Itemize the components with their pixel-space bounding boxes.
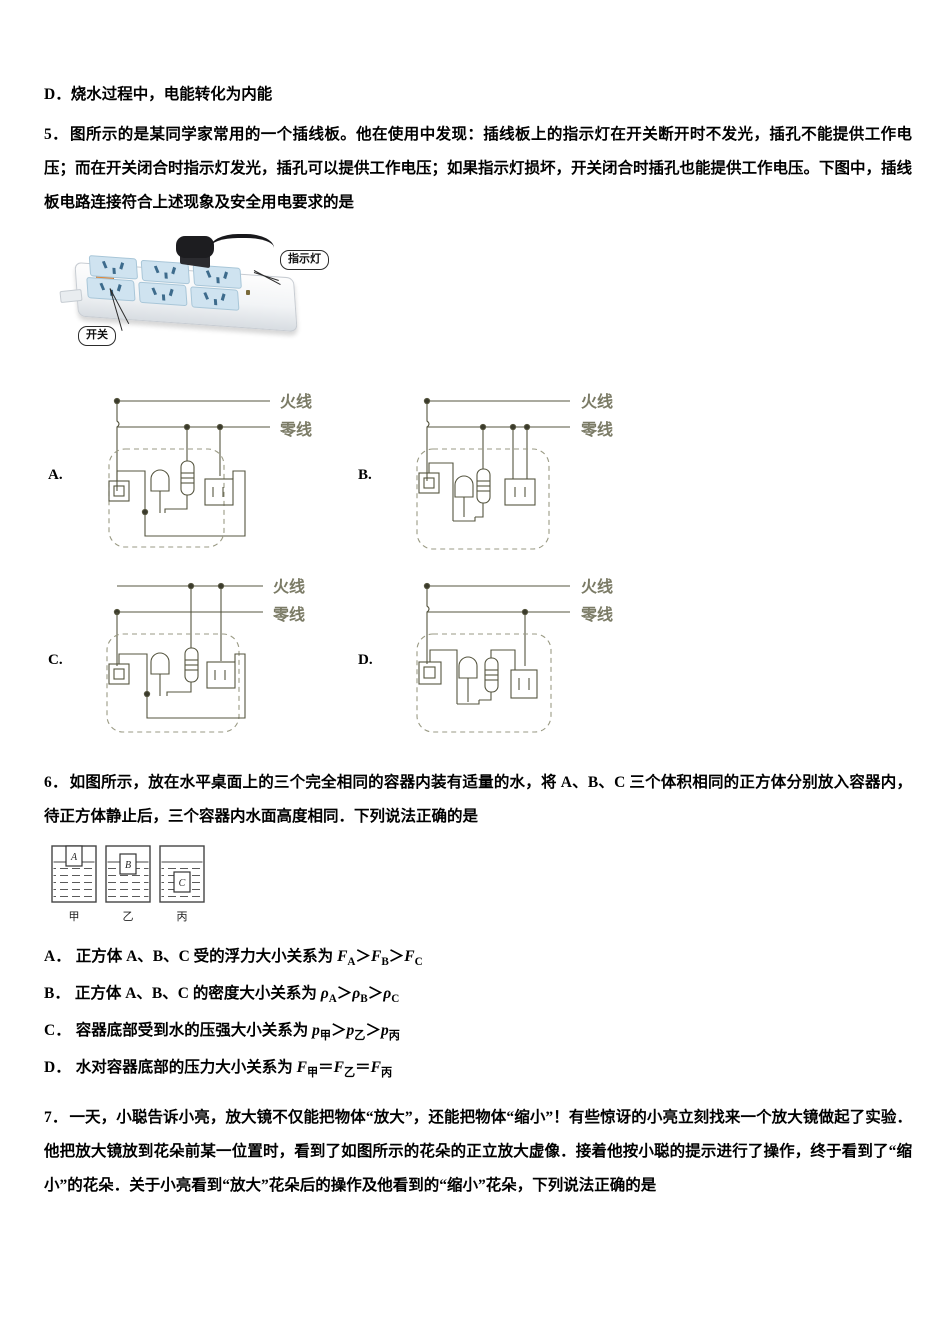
container-bing: C 丙 — [159, 845, 205, 923]
circuit-option-c-label: C. — [48, 652, 63, 668]
option-label: D． — [44, 86, 71, 103]
indicator-light-icon — [246, 290, 250, 295]
question6-figure: A 甲 B 乙 C — [48, 844, 912, 931]
question5-stem: 5．图所示的是某同学家常用的一个插线板。他在使用中发现：插线板上的指示灯在开关断… — [44, 118, 912, 220]
question6-option-d: D．水对容器底部的压力大小关系为 F甲＝F乙＝F丙 — [44, 1052, 912, 1089]
option-text: 容器底部受到水的压强大小关系为 p甲＞p乙＞p丙 — [75, 1022, 400, 1043]
circuit-option-c: C. — [48, 563, 358, 748]
svg-text:A: A — [70, 852, 78, 863]
socket-icon — [190, 286, 240, 311]
option-label: C． — [44, 1022, 71, 1040]
live-wire-label: 火线 — [581, 577, 613, 596]
question6-option-a: A．正方体 A、B、C 受的浮力大小关系为 FA＞FB＞FC — [44, 941, 912, 978]
circuit-row-bottom: C. — [48, 563, 668, 748]
circuit-option-a: A. — [48, 378, 358, 563]
neutral-wire-label: 零线 — [580, 420, 613, 439]
container-label: 甲 — [69, 911, 80, 923]
indicator-light-callout: 指示灯 — [280, 250, 329, 270]
container-label: 丙 — [177, 911, 188, 923]
socket-icon — [192, 264, 242, 289]
container-label: 乙 — [123, 910, 134, 923]
question6-option-c: C．容器底部受到水的压强大小关系为 p甲＞p乙＞p丙 — [44, 1015, 912, 1052]
neutral-wire-label: 零线 — [279, 420, 312, 439]
switch-callout: 开关 — [78, 326, 116, 346]
question7-text: 一天，小聪告诉小亮，放大镜不仅能把物体“放大”，还能把物体“缩小”！有些惊讶的小… — [44, 1109, 912, 1195]
option-text: 正方体 A、B、C 受的浮力大小关系为 FA＞FB＞FC — [75, 948, 423, 969]
question6-text: 如图所示，放在水平桌面上的三个完全相同的容器内装有适量的水，将 A、B、C 三个… — [44, 774, 912, 825]
question5-option-figures: A. — [48, 378, 668, 748]
question6-stem: 6．如图所示，放在水平桌面上的三个完全相同的容器内装有适量的水，将 A、B、C … — [44, 766, 912, 834]
option-text: 烧水过程中，电能转化为内能 — [70, 86, 273, 103]
socket-icon — [88, 255, 139, 280]
live-wire-label: 火线 — [273, 577, 305, 596]
question5-text: 图所示的是某同学家常用的一个插线板。他在使用中发现：插线板上的指示灯在开关断开时… — [44, 126, 913, 211]
svg-text:B: B — [125, 860, 131, 871]
question4-option-d: D．烧水过程中，电能转化为内能 — [44, 80, 912, 110]
circuit-diagram-b: 火线 零线 — [416, 392, 613, 550]
page-content: D．烧水过程中，电能转化为内能 5．图所示的是某同学家常用的一个插线板。他在使用… — [44, 80, 912, 1203]
question6-number: 6． — [44, 774, 68, 791]
question6-option-b: B．正方体 A、B、C 的密度大小关系为 ρA＞ρB＞ρC — [44, 978, 912, 1015]
containers-diagram: A 甲 B 乙 C — [51, 845, 205, 923]
svg-text:C: C — [179, 878, 186, 889]
question6-options: A．正方体 A、B、C 受的浮力大小关系为 FA＞FB＞FC B．正方体 A、B… — [44, 941, 912, 1089]
neutral-wire-label: 零线 — [272, 605, 305, 624]
circuit-option-a-label: A. — [48, 467, 63, 483]
power-strip-plug-pin — [59, 288, 83, 304]
option-label: B． — [44, 985, 70, 1003]
live-wire-label: 火线 — [280, 392, 312, 411]
circuit-diagram-a: 火线 零线 — [108, 392, 312, 548]
live-wire-label: 火线 — [581, 392, 613, 411]
container-jia: A 甲 — [51, 845, 97, 923]
question5-number: 5． — [44, 126, 69, 143]
circuit-option-d-label: D. — [358, 652, 373, 668]
socket-icon — [138, 281, 188, 307]
question7-number: 7． — [44, 1109, 68, 1127]
circuit-diagram-d: 火线 零线 — [416, 577, 613, 733]
question7-stem: 7．一天，小聪告诉小亮，放大镜不仅能把物体“放大”，还能把物体“缩小”！有些惊讶… — [44, 1101, 912, 1203]
container-yi: B 乙 — [105, 845, 151, 923]
circuit-option-d: D. — [358, 563, 668, 748]
circuit-option-b: B. — [358, 378, 668, 563]
plug-cord — [210, 234, 274, 248]
option-label: D． — [44, 1059, 71, 1077]
option-text: 水对容器底部的压力大小关系为 F甲＝F乙＝F丙 — [75, 1059, 393, 1080]
neutral-wire-label: 零线 — [580, 605, 613, 624]
inserted-plug-icon — [176, 236, 214, 258]
option-text: 正方体 A、B、C 的密度大小关系为 ρA＞ρB＞ρC — [74, 985, 400, 1006]
power-strip-figure: 指示灯 开关 — [58, 234, 358, 356]
circuit-option-b-label: B. — [358, 467, 372, 483]
option-label: A． — [44, 948, 71, 965]
circuit-row-top: A. — [48, 378, 668, 563]
circuit-diagram-c: 火线 零线 — [106, 577, 305, 733]
